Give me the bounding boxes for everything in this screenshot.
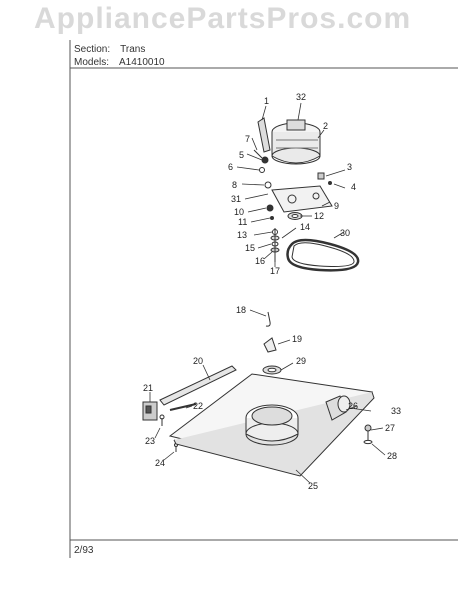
callout-27: 27: [385, 423, 395, 433]
callout-32: 32: [296, 92, 306, 102]
models-label: Models:: [74, 57, 110, 68]
section-label: Section:: [74, 44, 111, 55]
callout-25: 25: [308, 481, 318, 491]
callout-30: 30: [340, 228, 350, 238]
callout-20: 20: [193, 356, 203, 366]
callout-22: 22: [193, 401, 203, 411]
callout-19: 19: [292, 334, 302, 344]
callout-labels: 1 32 2 7 5 3 6 8 4 31 9 10 12 11 14 30 1…: [143, 92, 401, 491]
callout-8: 8: [232, 180, 237, 190]
callout-23: 23: [145, 436, 155, 446]
callout-12: 12: [314, 211, 324, 221]
revision-date: 2/93: [74, 545, 94, 556]
callout-5: 5: [239, 150, 244, 160]
section-line: Section: Trans: [74, 44, 145, 55]
callout-10: 10: [234, 207, 244, 217]
callout-9: 9: [334, 201, 339, 211]
models-value: A1410010: [119, 57, 165, 68]
callout-6: 6: [228, 162, 233, 172]
page-frame: [69, 40, 458, 558]
callout-7: 7: [245, 134, 250, 144]
callout-31: 31: [231, 194, 241, 204]
leader-lines: [149, 102, 386, 484]
callout-26: 26: [348, 401, 358, 411]
callout-16: 16: [255, 256, 265, 266]
callout-15: 15: [245, 243, 255, 253]
section-value: Trans: [120, 44, 146, 55]
callout-4: 4: [351, 182, 356, 192]
motor-assembly: [253, 117, 360, 272]
callout-1: 1: [264, 96, 269, 106]
callout-17: 17: [270, 266, 280, 276]
callout-13: 13: [237, 230, 247, 240]
callout-29: 29: [296, 356, 306, 366]
callout-33: 33: [391, 406, 401, 416]
watermark: AppliancePartsPros.com: [34, 2, 412, 35]
callout-28: 28: [387, 451, 397, 461]
models-line: Models: A1410010: [74, 57, 165, 68]
callout-24: 24: [155, 458, 165, 468]
callout-18: 18: [236, 305, 246, 315]
callout-14: 14: [300, 222, 310, 232]
callout-3: 3: [347, 162, 352, 172]
callout-2: 2: [323, 121, 328, 131]
callout-11: 11: [238, 217, 247, 227]
base-assembly: [142, 311, 375, 477]
callout-21: 21: [143, 383, 153, 393]
